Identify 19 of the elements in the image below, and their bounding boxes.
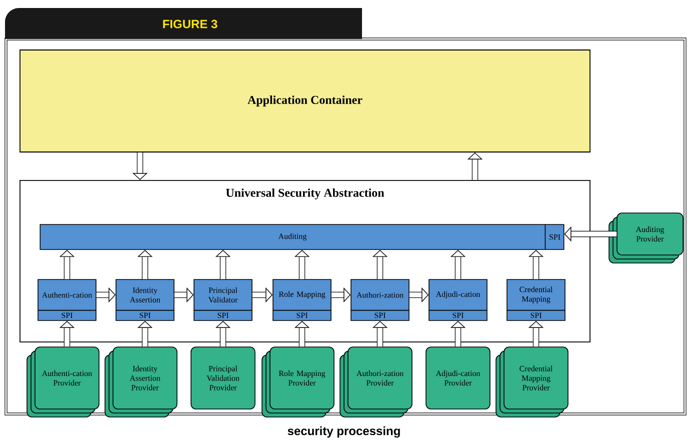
module-box: Authenti-cation SPI (38, 279, 96, 321)
module-box: Principal Validator SPI (194, 279, 252, 321)
provider-box: Auditing Provider (608, 212, 684, 264)
module-box: Credential Mapping SPI (506, 279, 566, 321)
provider-box: Role Mapping Provider (262, 346, 334, 418)
figure-title: FIGURE 3 (5, 8, 362, 39)
auditing-bar: Auditing SPI (40, 224, 564, 250)
module-box: Role Mapping SPI (272, 279, 332, 321)
provider-box: Authenti-cation Provider (26, 346, 100, 418)
provider-box: Principal Validation Provider (190, 346, 256, 410)
provider-box: Credential Mapping Provider (496, 346, 568, 418)
provider-box: Adjudi-cation Provider (426, 346, 490, 410)
provider-box: Authori-zation Provider (340, 346, 412, 418)
container-box: Application Container (20, 50, 590, 152)
module-box: Identity Assertion SPI (116, 279, 174, 321)
provider-box: Identity Assertion Provider (104, 346, 178, 418)
module-box: Authori-zation SPI (350, 279, 410, 321)
caption: security processing (288, 426, 400, 438)
module-box: Adjudi-cation SPI (428, 279, 488, 321)
